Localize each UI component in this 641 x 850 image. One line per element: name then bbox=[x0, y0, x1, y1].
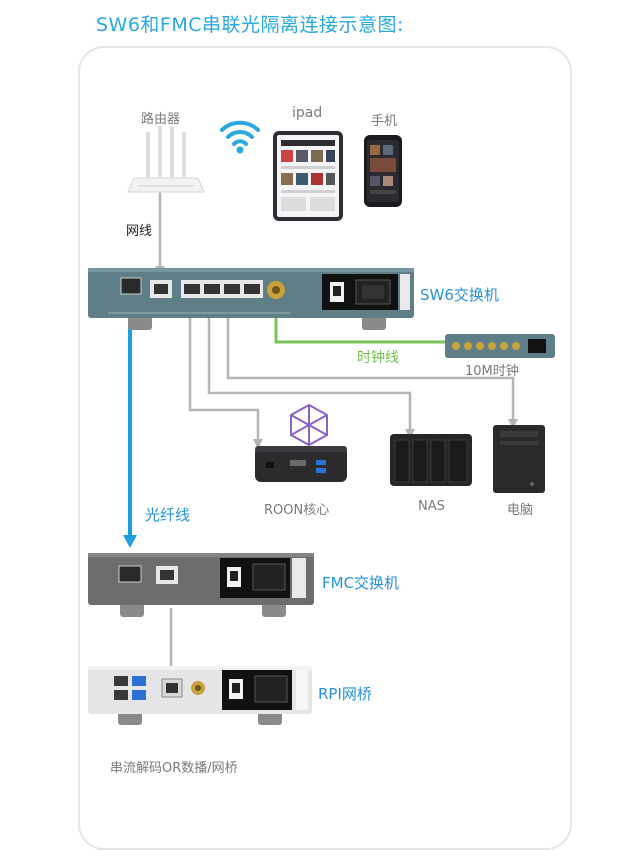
clock-line-label: 时钟线 bbox=[357, 350, 399, 366]
roon-core-device bbox=[255, 446, 347, 482]
ethernet-cables bbox=[158, 192, 515, 672]
wifi-icon bbox=[220, 120, 260, 146]
router-label: 路由器 bbox=[141, 112, 181, 127]
phone-label: 手机 bbox=[371, 114, 398, 129]
clock-line bbox=[274, 312, 445, 344]
rpi-bridge-device bbox=[88, 666, 312, 725]
ipad-label: ipad bbox=[292, 105, 323, 121]
fiber-arrow-down bbox=[123, 535, 137, 548]
pc-label: 电脑 bbox=[507, 503, 534, 518]
fiber-label: 光纤线 bbox=[145, 506, 191, 524]
decoder-label: 串流解码OR数播/网桥 bbox=[110, 761, 238, 776]
ipad-device bbox=[273, 131, 343, 221]
nas-label: NAS bbox=[418, 499, 445, 514]
sw6-label: SW6交换机 bbox=[420, 286, 499, 304]
wifi-dot bbox=[236, 146, 244, 154]
rpi-label: RPI网桥 bbox=[318, 685, 372, 703]
cable-label: 网线 bbox=[126, 224, 153, 239]
cable-arrow-head bbox=[508, 419, 518, 429]
router-device bbox=[127, 126, 205, 193]
nas-device bbox=[390, 434, 472, 486]
roon-label: ROON核心 bbox=[264, 503, 330, 518]
pc-tower-device bbox=[493, 425, 545, 493]
connection-diagram bbox=[88, 120, 555, 725]
clock-10m-label: 10M时钟 bbox=[465, 364, 519, 379]
page-title: SW6和FMC串联光隔离连接示意图: bbox=[96, 14, 404, 36]
clock-10m-device bbox=[445, 334, 555, 358]
sw6-switch-device bbox=[88, 268, 414, 330]
fmc-label: FMC交换机 bbox=[322, 574, 400, 592]
fmc-switch-device bbox=[88, 553, 314, 617]
phone-device bbox=[364, 135, 402, 207]
cable-arrow-head bbox=[253, 439, 263, 449]
roon-logo-icon bbox=[290, 403, 328, 447]
